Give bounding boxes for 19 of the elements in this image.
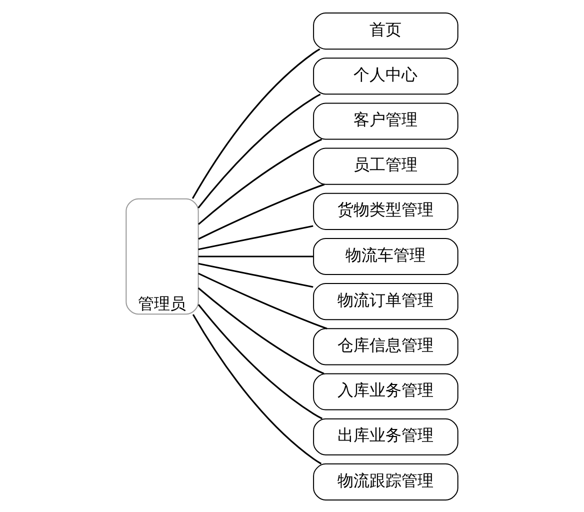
node-box: 个人中心	[313, 57, 458, 94]
connector	[198, 224, 314, 250]
node-box: 客户管理	[313, 102, 458, 140]
connector	[198, 93, 321, 208]
connector	[198, 255, 314, 257]
connector	[192, 314, 322, 464]
node-box: 员工管理	[313, 147, 458, 184]
connector	[198, 262, 314, 288]
node-box: 出库业务管理	[313, 418, 458, 455]
node-box: 物流跟踪管理	[313, 462, 458, 500]
node-box: 首页	[313, 12, 458, 50]
node-box: 管理员	[126, 198, 199, 314]
node-box: 入库业务管理	[313, 372, 458, 410]
node-box: 物流车管理	[313, 237, 458, 275]
connector	[192, 48, 320, 198]
connector	[198, 304, 323, 419]
node-box: 物流订单管理	[313, 282, 458, 320]
node-box: 货物类型管理	[313, 192, 458, 230]
node-box: 仓库信息管理	[313, 328, 458, 365]
